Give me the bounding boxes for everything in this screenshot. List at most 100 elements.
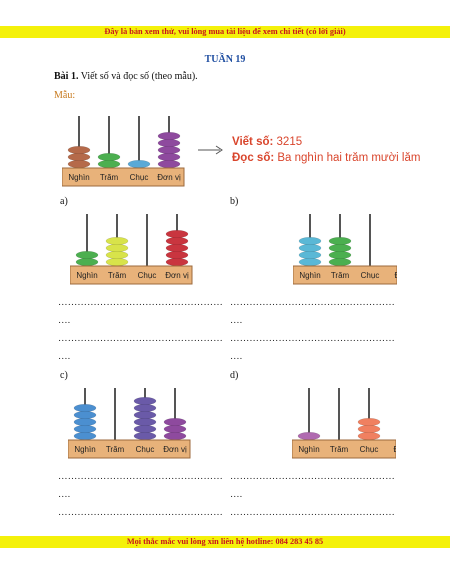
abacus-c: Nghìn Trăm Chục Đơn vị bbox=[68, 384, 192, 464]
c-bead bbox=[163, 424, 187, 434]
a-rod-label-2: Chục bbox=[138, 271, 157, 280]
write-label: Viết số: bbox=[232, 136, 274, 148]
a-abacus-svg: Nghìn Trăm Chục Đơn vị bbox=[70, 214, 193, 285]
a-abacus-base bbox=[70, 265, 193, 285]
answer-line-a2[interactable]: …. bbox=[58, 316, 71, 326]
answer-line-a1[interactable]: …………………………………………… bbox=[58, 298, 223, 308]
week-title: TUẦN 19 bbox=[204, 54, 246, 65]
sample-write-number: Viết số: 3215 bbox=[232, 136, 302, 148]
c-rod-label-1: Trăm bbox=[106, 445, 125, 454]
b-bead bbox=[298, 257, 322, 267]
d-abacus-base bbox=[292, 439, 396, 459]
b-abacus-svg: Nghìn Trăm Chục Đơ bbox=[293, 214, 397, 285]
top-banner: Đây là bản xem thử, vui lòng mua tài liệ… bbox=[0, 26, 450, 38]
b-bead bbox=[298, 250, 322, 260]
answer-line-a4[interactable]: …. bbox=[58, 352, 71, 362]
exercise-instruction: Viết số và đọc số (theo mẫu). bbox=[80, 71, 198, 82]
answer-line-b4[interactable]: …. bbox=[230, 352, 243, 362]
d-bead bbox=[357, 417, 381, 427]
c-bead bbox=[133, 410, 157, 420]
d-rod-label-3: Đơ bbox=[393, 445, 396, 454]
a-bead bbox=[165, 236, 189, 246]
sample-bead bbox=[97, 152, 121, 162]
b-abacus-base bbox=[293, 265, 397, 285]
a-bead bbox=[75, 257, 99, 267]
a-bead bbox=[105, 236, 129, 246]
a-bead bbox=[165, 243, 189, 253]
abacus-b: Nghìn Trăm Chục Đơ bbox=[293, 210, 397, 290]
c-bead bbox=[73, 431, 97, 441]
c-bead bbox=[133, 431, 157, 441]
d-bead bbox=[357, 424, 381, 434]
answer-line-c2[interactable]: …. bbox=[58, 490, 71, 500]
sample-rod-label-3: Đơn vị bbox=[157, 173, 181, 182]
part-a-label: a) bbox=[60, 196, 68, 207]
c-rod-label-2: Chục bbox=[136, 445, 155, 454]
answer-line-a3[interactable]: …………………………………………… bbox=[58, 334, 223, 344]
a-bead bbox=[105, 257, 129, 267]
c-bead bbox=[163, 417, 187, 427]
answer-line-b3[interactable]: …………………………………………… bbox=[230, 334, 395, 344]
abacus-a: Nghìn Trăm Chục Đơn vị bbox=[70, 210, 194, 290]
b-bead bbox=[328, 243, 352, 253]
answer-line-d3[interactable]: …………………………………………… bbox=[230, 508, 395, 518]
b-rod-label-2: Chục bbox=[361, 271, 380, 280]
sample-bead bbox=[67, 145, 91, 155]
c-bead bbox=[133, 403, 157, 413]
d-rod-label-0: Nghìn bbox=[298, 445, 319, 454]
sample-bead bbox=[97, 159, 121, 169]
b-bead bbox=[328, 257, 352, 267]
c-bead bbox=[133, 396, 157, 406]
sample-bead bbox=[157, 159, 181, 169]
sample-bead bbox=[127, 159, 151, 169]
d-bead bbox=[297, 431, 321, 441]
sample-label: Mẫu: bbox=[54, 90, 76, 101]
a-rod-label-1: Trăm bbox=[108, 271, 127, 280]
answer-line-d2[interactable]: …. bbox=[230, 490, 243, 500]
answer-line-c1[interactable]: …………………………………………… bbox=[58, 472, 223, 482]
exercise-number: Bài 1. bbox=[54, 71, 79, 82]
c-abacus-base bbox=[68, 439, 191, 459]
c-bead bbox=[73, 410, 97, 420]
part-c-label: c) bbox=[60, 370, 68, 381]
answer-line-b2[interactable]: …. bbox=[230, 316, 243, 326]
a-bead bbox=[105, 243, 129, 253]
a-rod-label-3: Đơn vị bbox=[165, 271, 189, 280]
sample-bead bbox=[157, 131, 181, 141]
b-rod-label-3: Đơ bbox=[394, 271, 397, 280]
d-bead bbox=[357, 431, 381, 441]
b-rod-label-1: Trăm bbox=[331, 271, 350, 280]
part-d-label: d) bbox=[230, 370, 239, 381]
arrow-icon bbox=[198, 142, 224, 160]
bottom-banner: Mọi thắc mắc vui lòng xin liên hệ hotlin… bbox=[0, 536, 450, 548]
part-b-label: b) bbox=[230, 196, 239, 207]
sample-bead bbox=[157, 152, 181, 162]
c-bead bbox=[73, 424, 97, 434]
c-rod-label-0: Nghìn bbox=[74, 445, 95, 454]
sample-rod-label-2: Chục bbox=[130, 173, 149, 182]
a-bead bbox=[165, 250, 189, 260]
exercise-heading: Bài 1. Viết số và đọc số (theo mẫu). bbox=[54, 71, 198, 82]
d-rod-label-1: Trăm bbox=[330, 445, 349, 454]
c-bead bbox=[73, 417, 97, 427]
sample-bead bbox=[157, 138, 181, 148]
sample-rod-label-0: Nghìn bbox=[68, 173, 89, 182]
sample-read-number: Đọc số: Ba nghìn hai trăm mười lăm bbox=[232, 152, 420, 164]
b-bead bbox=[298, 236, 322, 246]
answer-line-b1[interactable]: …………………………………………… bbox=[230, 298, 395, 308]
a-rod-label-0: Nghìn bbox=[76, 271, 97, 280]
a-bead bbox=[165, 257, 189, 267]
b-bead bbox=[298, 243, 322, 253]
c-rod-label-3: Đơn vị bbox=[163, 445, 187, 454]
a-bead bbox=[165, 229, 189, 239]
answer-line-d1[interactable]: …………………………………………… bbox=[230, 472, 395, 482]
c-bead bbox=[133, 424, 157, 434]
c-bead bbox=[73, 403, 97, 413]
write-value: 3215 bbox=[276, 136, 303, 148]
answer-line-c3[interactable]: …………………………………………… bbox=[58, 508, 223, 518]
b-bead bbox=[328, 250, 352, 260]
sample-rod-label-1: Trăm bbox=[100, 173, 119, 182]
sample-bead bbox=[67, 159, 91, 169]
b-rod-label-0: Nghìn bbox=[299, 271, 320, 280]
